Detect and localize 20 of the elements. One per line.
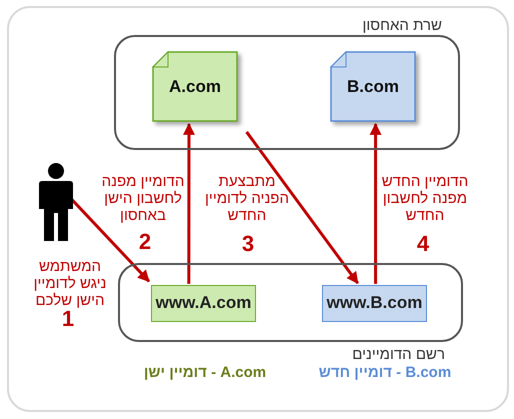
step-number: 4 — [416, 231, 430, 257]
key-text: A.com - דומיין ישן — [142, 364, 268, 381]
arrow — [245, 131, 359, 284]
step-number: 3 — [240, 231, 256, 257]
key-text: B.com - דומיין חדש — [318, 364, 452, 381]
step-number: 1 — [60, 306, 76, 332]
domain-box: www.A.com — [151, 285, 256, 322]
step-description: מתבצעת הפניה לדומיין החדש — [204, 173, 290, 224]
document-shape: B.com — [330, 51, 416, 122]
arrow — [370, 122, 382, 284]
person-figure — [36, 163, 76, 241]
step-description: הדומיין מפנה לחשבון הישן באחסון — [100, 173, 186, 224]
step-number: 2 — [138, 229, 152, 255]
step-description: הדומיין החדש מפנה לחשבון החדש — [380, 173, 470, 224]
step-description: המשתמש ניגש לדומיין הישן שלכם — [32, 258, 108, 309]
arrow — [182, 122, 195, 284]
domain-box: www.B.com — [322, 285, 427, 322]
group-title: רשם הדומיינים — [352, 346, 445, 363]
document-shape: A.com — [152, 51, 238, 122]
group-title: שרת האחסון — [362, 17, 442, 34]
